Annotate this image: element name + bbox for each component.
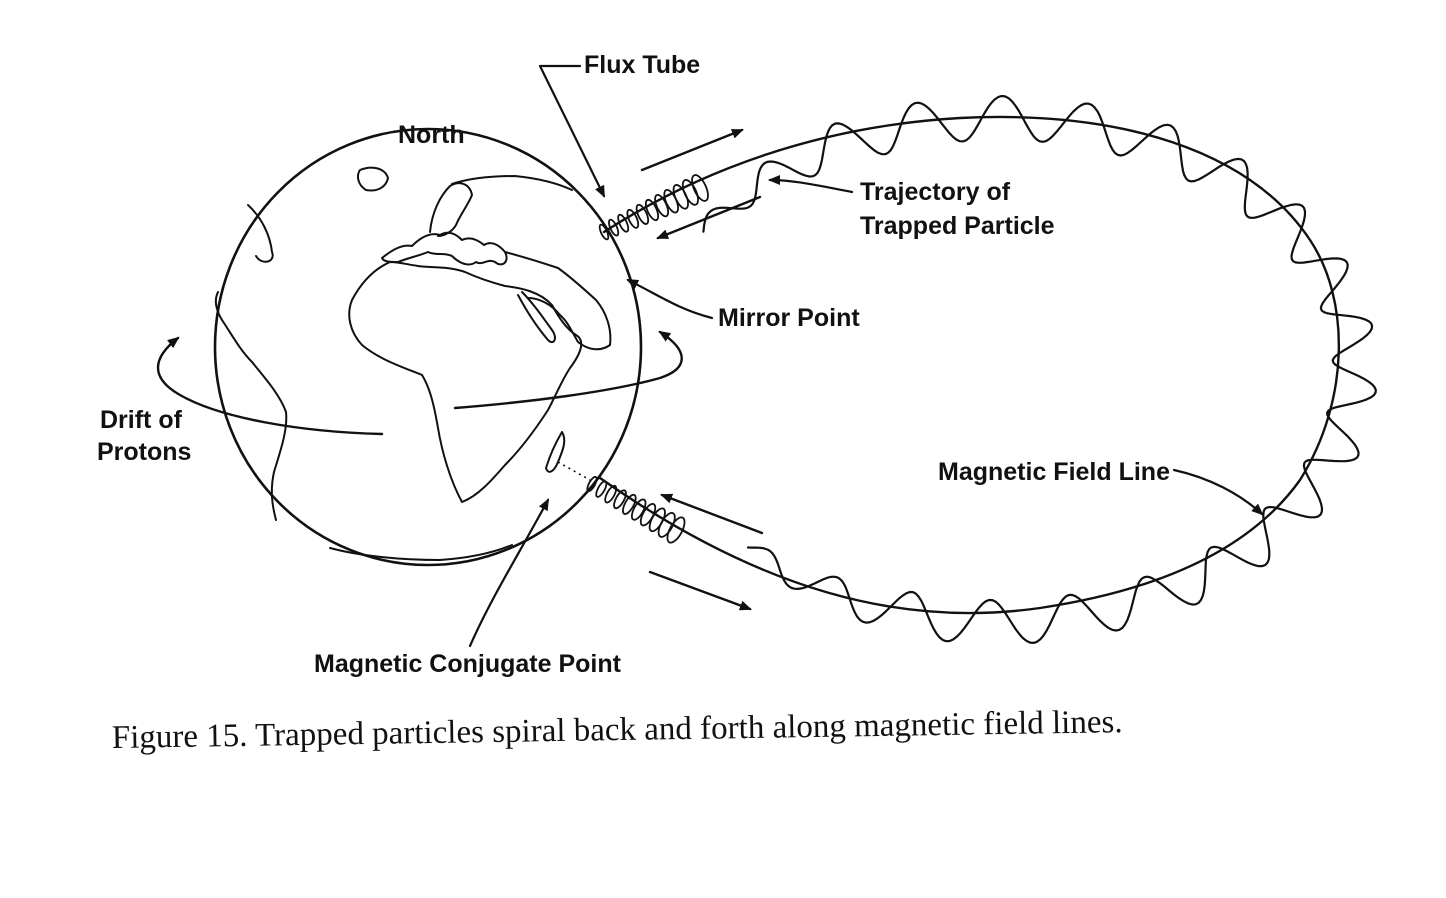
label-conjugate-point: Magnetic Conjugate Point — [314, 650, 622, 678]
spiral-coil — [691, 174, 709, 202]
spiral-coil — [613, 489, 627, 510]
spiral-coil — [657, 512, 676, 538]
labels: Flux Tube North Trajectory of Trapped Pa… — [97, 51, 1170, 678]
spiral-coil — [672, 184, 689, 210]
spiral-coil — [666, 516, 686, 544]
spiral-coil — [626, 208, 640, 229]
spiral-coil — [608, 218, 620, 237]
flux-tube-spiral-top — [598, 174, 709, 241]
trapped-particle-trajectory — [702, 94, 1377, 644]
spiral-coil — [617, 213, 630, 233]
label-mirror-point: Mirror Point — [718, 304, 860, 332]
label-flux-tube: Flux Tube — [584, 51, 700, 79]
proton-drift-loop — [156, 330, 683, 436]
spiral-coil — [635, 203, 650, 225]
label-drift-line2: Protons — [97, 438, 191, 466]
label-pointers — [468, 64, 1264, 648]
earth-globe — [213, 127, 643, 567]
flux-tube-spiral-bottom — [586, 475, 686, 544]
conjugate-dotted-line — [557, 461, 591, 481]
spiral-coil — [622, 493, 637, 515]
trajectory-arrows — [640, 128, 764, 611]
spiral-coil — [630, 498, 647, 521]
spiral-coil — [644, 198, 660, 222]
label-north: North — [398, 121, 465, 149]
spiral-coil — [681, 179, 699, 206]
spiral-coil — [604, 484, 618, 504]
label-magnetic-field-line: Magnetic Field Line — [938, 458, 1170, 486]
spiral-coil — [598, 223, 610, 241]
spiral-coil — [595, 480, 608, 498]
label-trajectory-line2: Trapped Particle — [860, 212, 1055, 240]
spiral-coil — [586, 475, 598, 493]
continents — [214, 166, 612, 561]
label-drift-line1: Drift of — [100, 406, 183, 434]
figure-caption: Figure 15. Trapped particles spiral back… — [112, 704, 1123, 756]
label-trajectory-line1: Trajectory of — [860, 178, 1011, 206]
magnetic-field-line — [598, 115, 1341, 615]
